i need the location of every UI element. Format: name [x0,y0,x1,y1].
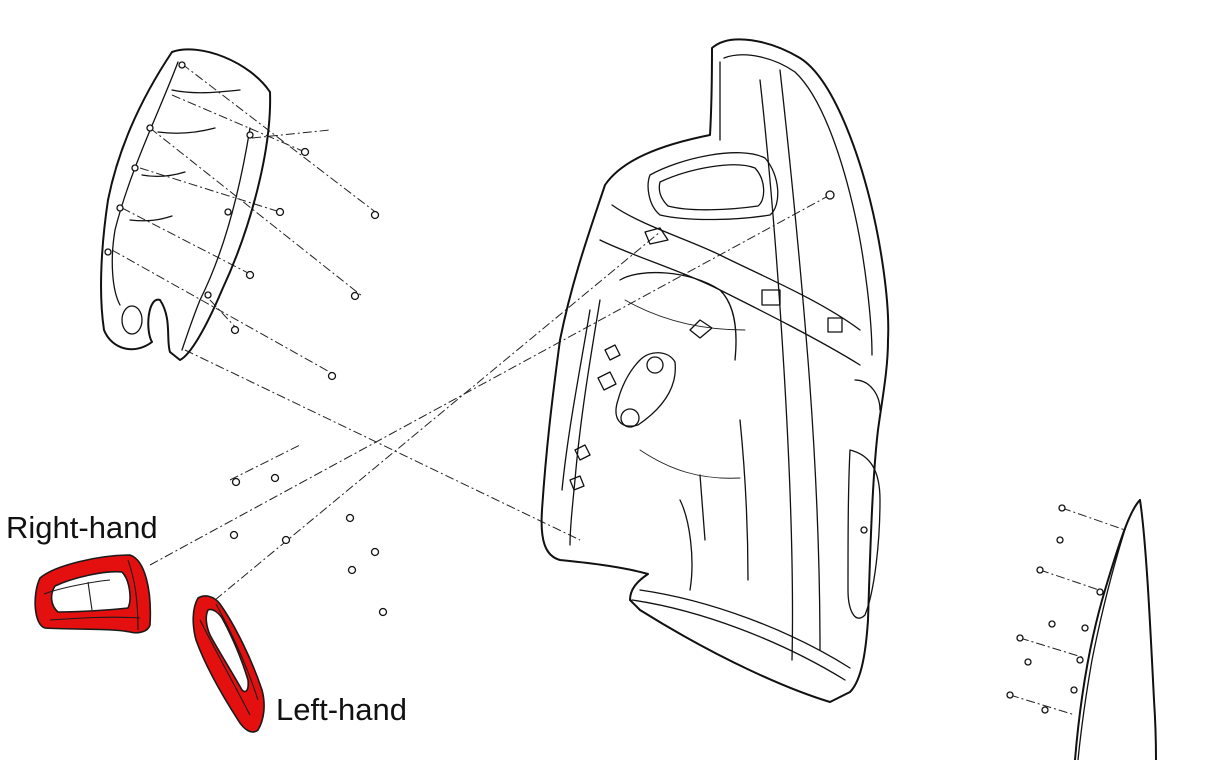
right-hand-bezel-part [34,554,152,634]
loose-fasteners [229,147,388,617]
seat-back-shell [540,38,890,703]
left-hand-bezel-part [192,595,265,733]
side-panel-right [1006,499,1157,760]
left-hand-label: Left-hand [276,692,407,727]
right-hand-label: Right-hand [6,510,158,545]
side-panel-upper-left [100,48,272,361]
